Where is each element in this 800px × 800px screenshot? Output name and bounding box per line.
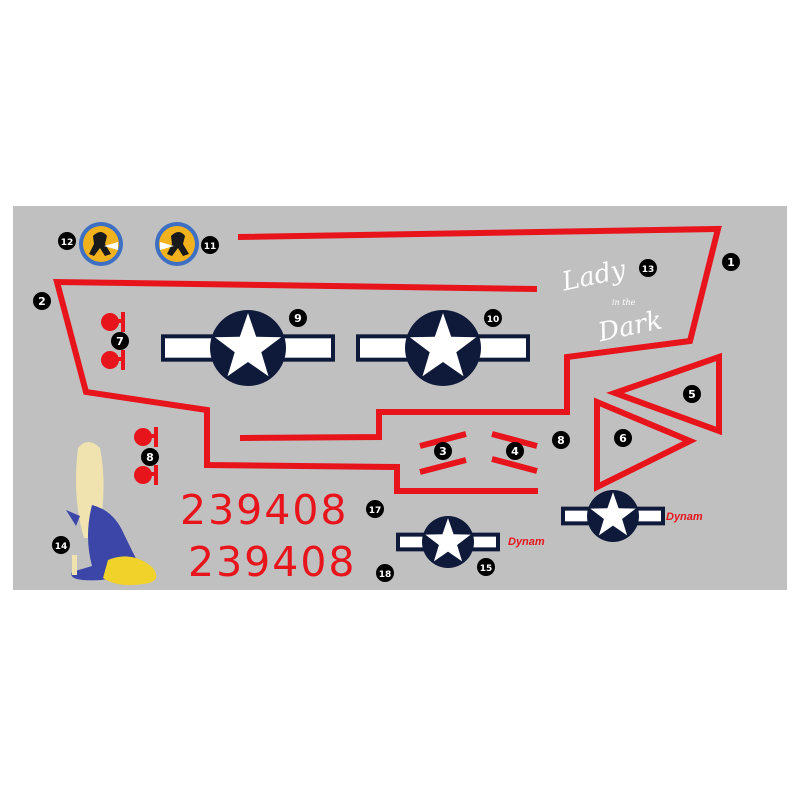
decal-number-marker: 3 <box>434 442 452 460</box>
tab-decals-7 <box>101 312 125 370</box>
marker-label: 14 <box>55 542 68 552</box>
stripe-decal-1 <box>237 225 722 441</box>
decal-number-marker: 2 <box>33 292 51 310</box>
roundel-decal-10 <box>356 310 530 386</box>
decal-number-marker: 10 <box>484 309 502 327</box>
marker-label: 17 <box>369 506 382 516</box>
triangle-decal-5 <box>606 352 722 436</box>
roundel-decal-15 <box>396 516 500 568</box>
marker-label: 11 <box>204 242 217 252</box>
decal-number-marker: 5 <box>683 385 701 403</box>
marker-label: 2 <box>38 295 46 308</box>
roundel-decal-16 <box>561 490 665 542</box>
dynam-logo: Dynam <box>508 536 545 548</box>
decal-number-marker: 14 <box>52 536 70 554</box>
decal-number-marker: 12 <box>58 232 76 250</box>
nose-art-line-2: in the <box>612 298 636 307</box>
decal-4 <box>491 431 538 474</box>
dynam-logo: Dynam <box>666 511 703 523</box>
marker-label: 12 <box>61 238 74 248</box>
decal-number-marker: 6 <box>614 429 632 447</box>
marker-label: 9 <box>294 312 302 325</box>
tab-decals-8 <box>134 427 158 485</box>
marker-label: 7 <box>116 335 124 348</box>
squadron-badge-11 <box>155 222 199 266</box>
decal-number-marker: 7 <box>111 332 129 350</box>
decal-number-marker: 8 <box>552 431 570 449</box>
marker-label: 18 <box>379 570 392 580</box>
roundel-decal-9 <box>161 310 335 386</box>
decal-number-marker: 18 <box>376 564 394 582</box>
marker-label: 1 <box>727 256 735 269</box>
decal-number-marker: 17 <box>366 500 384 518</box>
stripe-decal-2 <box>53 278 538 494</box>
decal-number-marker: 8 <box>141 448 159 466</box>
marker-label: 8 <box>557 434 565 447</box>
serial-number-18: 239408 <box>188 538 357 586</box>
marker-label: 6 <box>619 432 627 445</box>
marker-label: 5 <box>688 388 696 401</box>
decal-number-marker: 15 <box>477 558 495 576</box>
decal-3 <box>419 431 467 475</box>
marker-label: 4 <box>511 445 519 458</box>
triangle-decal-6 <box>594 397 698 492</box>
serial-number-17: 239408 <box>180 486 349 534</box>
marker-label: 10 <box>487 315 500 325</box>
marker-label: 8 <box>146 451 154 464</box>
decal-number-marker: 9 <box>289 309 307 327</box>
squadron-badge-12 <box>79 222 123 266</box>
decal-number-marker: 4 <box>506 442 524 460</box>
pinup-art-14 <box>66 442 157 586</box>
marker-label: 15 <box>480 564 493 574</box>
decal-number-marker: 1 <box>722 253 740 271</box>
marker-label: 13 <box>642 265 655 275</box>
marker-label: 3 <box>439 445 447 458</box>
decal-number-marker: 11 <box>201 236 219 254</box>
decal-number-marker: 13 <box>639 259 657 277</box>
